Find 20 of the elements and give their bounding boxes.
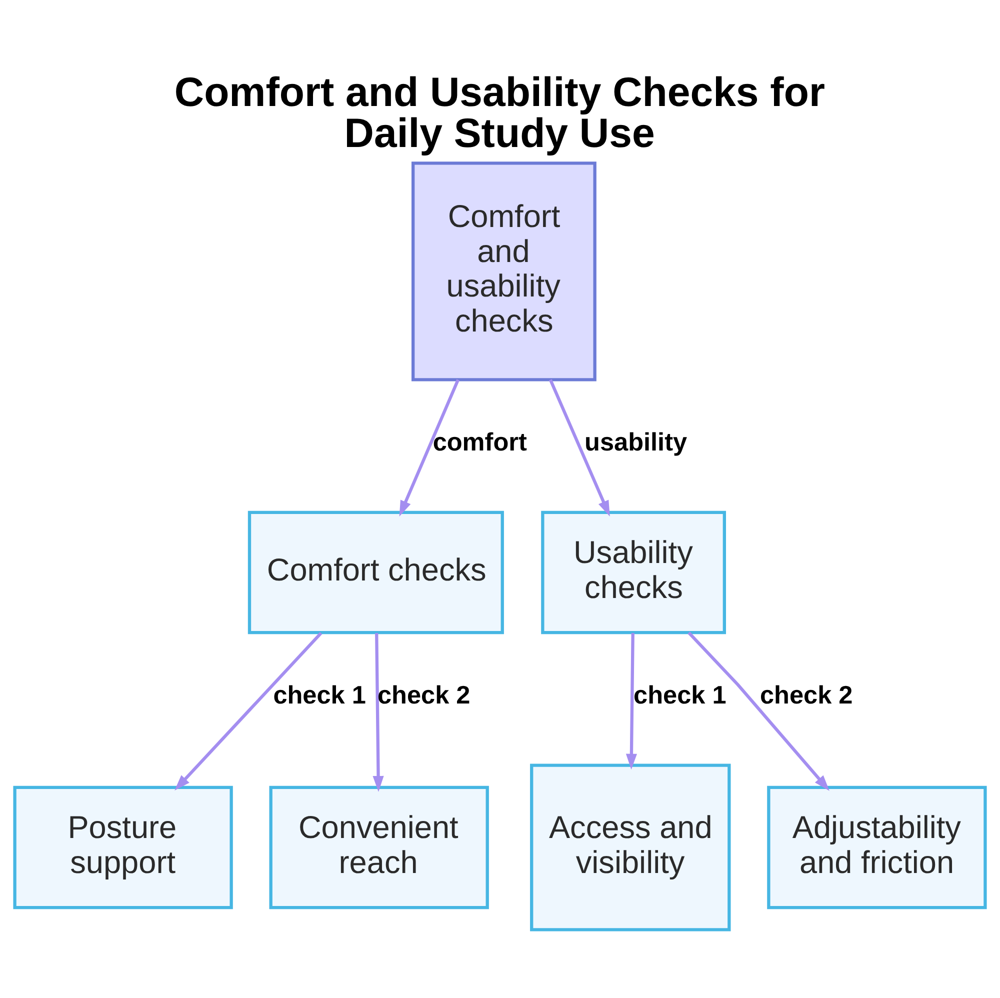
arrow	[626, 633, 638, 770]
diagram-title: Comfort and Usability Checks for Daily Study Use	[174, 68, 825, 156]
edge-label: check 2	[378, 681, 470, 710]
edge-label: check 1	[634, 681, 726, 710]
arrow	[372, 633, 384, 792]
node-box: Comfort checks	[248, 510, 504, 634]
arrow	[399, 379, 460, 516]
node-box: Posture support	[13, 786, 233, 910]
node-box: Comfort and usability checks	[412, 162, 596, 382]
edge-label: comfort	[432, 428, 527, 456]
edge-label: check 1	[273, 681, 366, 710]
node-box: Convenient reach	[269, 786, 489, 910]
edge-label: check 2	[760, 681, 853, 710]
node-box: Usability checks	[541, 510, 726, 634]
arrow	[174, 632, 322, 791]
node-box: Adjustability and friction	[767, 786, 987, 910]
node-box: Access and visibility	[530, 764, 731, 932]
edge-label: usability	[584, 428, 688, 456]
arrow	[548, 379, 610, 516]
arrow	[688, 632, 830, 791]
